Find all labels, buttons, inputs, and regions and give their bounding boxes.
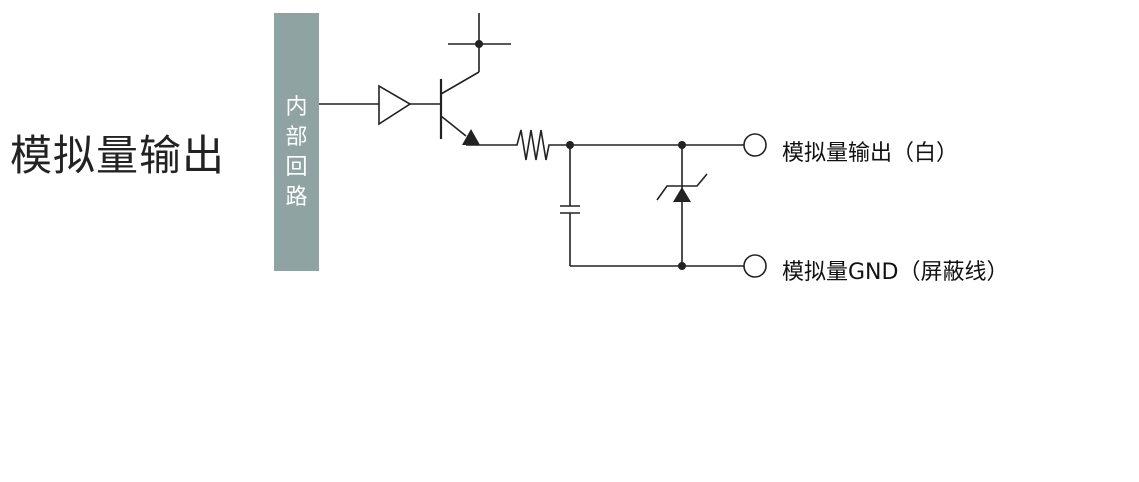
internal-circuit-block: 内 部 回 路 xyxy=(274,13,319,271)
transistor-emitter xyxy=(440,115,467,137)
output-terminal-label: 模拟量输出（白） xyxy=(782,141,959,166)
zener-cathode-bar xyxy=(656,173,708,201)
gnd-terminal-label: 模拟量GND（屏蔽线） xyxy=(782,260,1009,285)
output-terminal-circle xyxy=(743,133,767,157)
buffer-amplifier-symbol xyxy=(378,84,412,126)
zener-diode-triangle xyxy=(673,187,691,202)
gnd-terminal-circle xyxy=(743,254,767,278)
diagram-title: 模拟量输出 xyxy=(10,131,226,180)
resistor-symbol xyxy=(512,129,570,161)
junction-dot xyxy=(678,141,686,149)
transistor-collector xyxy=(440,71,480,95)
junction-dot xyxy=(678,262,686,270)
junction-dot xyxy=(475,40,483,48)
junction-dot xyxy=(566,141,574,149)
internal-circuit-char: 部 xyxy=(285,125,308,150)
emitter-arrow xyxy=(462,129,480,145)
internal-circuit-label: 内 部 回 路 xyxy=(274,93,319,213)
internal-circuit-char: 回 xyxy=(285,155,308,180)
internal-circuit-char: 内 xyxy=(285,95,308,120)
internal-circuit-char: 路 xyxy=(285,185,308,210)
